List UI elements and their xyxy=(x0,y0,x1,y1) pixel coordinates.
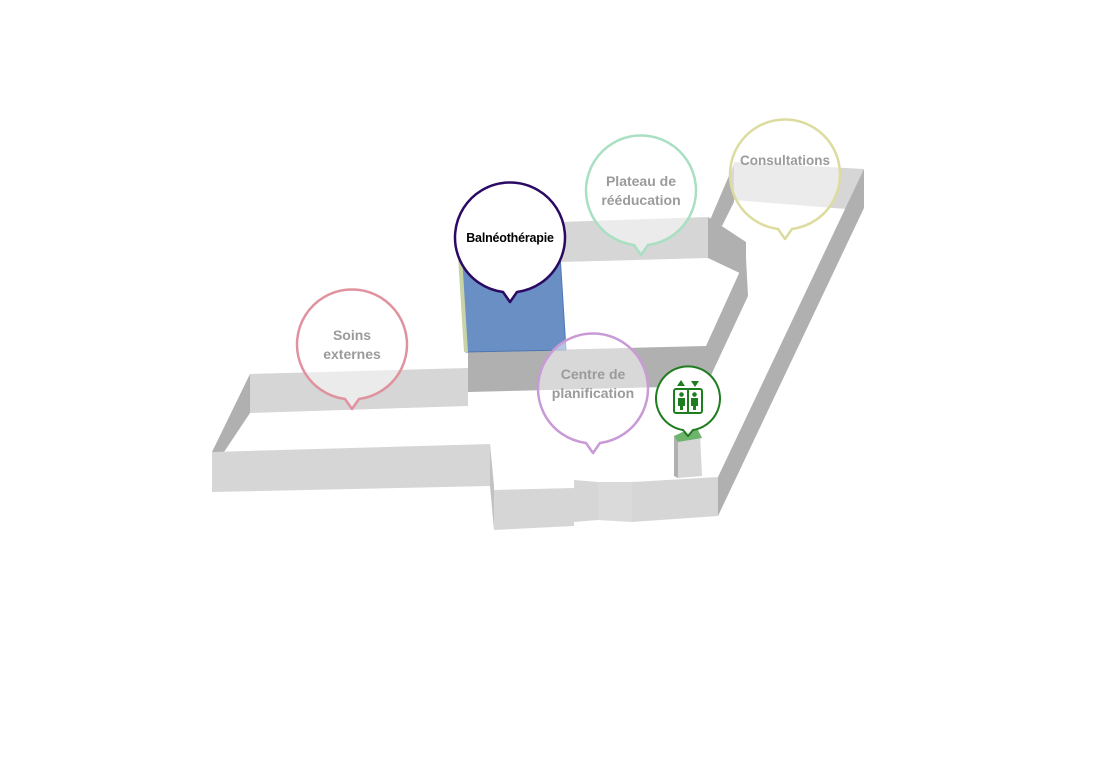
wall-right-diagonal xyxy=(718,169,864,516)
pin-bubble xyxy=(453,181,567,304)
pin-bubble xyxy=(295,288,409,411)
pin-plateau-reeducation[interactable]: Plateau de rééducation xyxy=(584,134,698,257)
elevator-shaft-side xyxy=(674,436,678,478)
wall-front-curve-2 xyxy=(598,482,632,522)
pin-consultations[interactable]: Consultations xyxy=(728,118,842,241)
wall-left-side xyxy=(212,374,250,452)
wall-front-curve-1 xyxy=(574,480,598,522)
pool-edge xyxy=(458,256,468,352)
wall-step-side xyxy=(490,444,494,530)
pin-bubble xyxy=(536,332,650,455)
wall-front-mid xyxy=(494,488,574,530)
elevator-icon xyxy=(673,380,703,414)
wall-front-left xyxy=(212,444,490,492)
wall-consultations-left xyxy=(710,164,734,226)
wall-reeducation-diagonal xyxy=(706,258,748,386)
pin-bubble xyxy=(728,118,842,241)
pin-soins-externes[interactable]: Soins externes xyxy=(295,288,409,411)
pin-centre-planification[interactable]: Centre de planification xyxy=(536,332,650,455)
pin-bubble xyxy=(584,134,698,257)
pin-elevator[interactable] xyxy=(655,365,721,437)
wall-reeducation-corner xyxy=(708,217,746,276)
pin-balneotherapie[interactable]: Balnéothérapie xyxy=(453,181,567,304)
wall-front-right xyxy=(632,477,718,522)
elevator-shaft xyxy=(676,434,702,478)
